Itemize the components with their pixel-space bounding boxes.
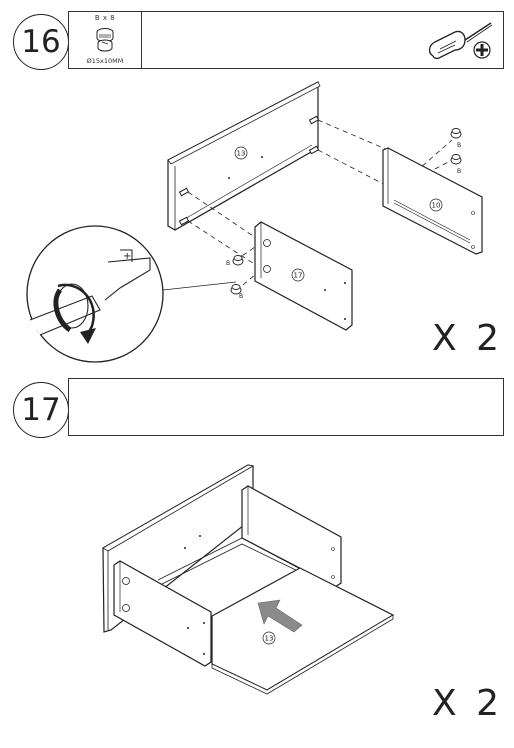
drawer-front-panel [113, 560, 212, 667]
hardware-label-b-3: B [226, 260, 230, 267]
step-17-illustration: 13 [102, 464, 395, 695]
panel-17-label: 17 [294, 272, 303, 280]
panel-17-front: 17 [254, 221, 353, 331]
cam-locks-left [230, 255, 244, 295]
cam-locks-right [450, 128, 462, 165]
panel-13-back: 13 [167, 81, 321, 231]
detail-plus-sign: + [123, 251, 131, 262]
part-b-qty: B x 8 [94, 14, 116, 22]
detail-zoom-circle: + [26, 225, 237, 363]
part-b-size: Ø15x10MM [86, 57, 124, 65]
screwdriver-icon [428, 22, 493, 60]
step-16-parts-box: B x 8 Ø15x10MM [68, 11, 504, 69]
cam-lock-icon [96, 28, 114, 52]
drawer-groove [157, 537, 301, 587]
step-16-number-text: 16 [21, 24, 61, 60]
screws-back-panel [178, 115, 320, 226]
hardware-label-b-2: B [457, 168, 461, 175]
drawer-bottom-panel: 13 [211, 567, 395, 695]
step-16-illustration: 13 10 B B [26, 81, 483, 363]
push-direction-arrow [257, 599, 303, 633]
panel-10-label: 10 [432, 202, 441, 210]
step-17-number-text: 17 [21, 392, 61, 428]
step-16-multiplier: X 2 [432, 318, 504, 359]
step-17-parts-box [68, 378, 504, 436]
step-17-multiplier: X 2 [432, 683, 504, 724]
step-16-number: 16 [13, 14, 69, 70]
drawer-bottom-label: 13 [265, 635, 274, 643]
part-cell-b: B x 8 Ø15x10MM [69, 12, 142, 68]
panel-13-label: 13 [237, 150, 246, 158]
panel-10-right: 10 [382, 147, 483, 255]
step-17-number: 17 [13, 382, 69, 438]
hardware-label-b-1: B [457, 142, 461, 149]
drawer-right-panel [241, 485, 342, 588]
hardware-label-b-4: B [239, 293, 243, 300]
